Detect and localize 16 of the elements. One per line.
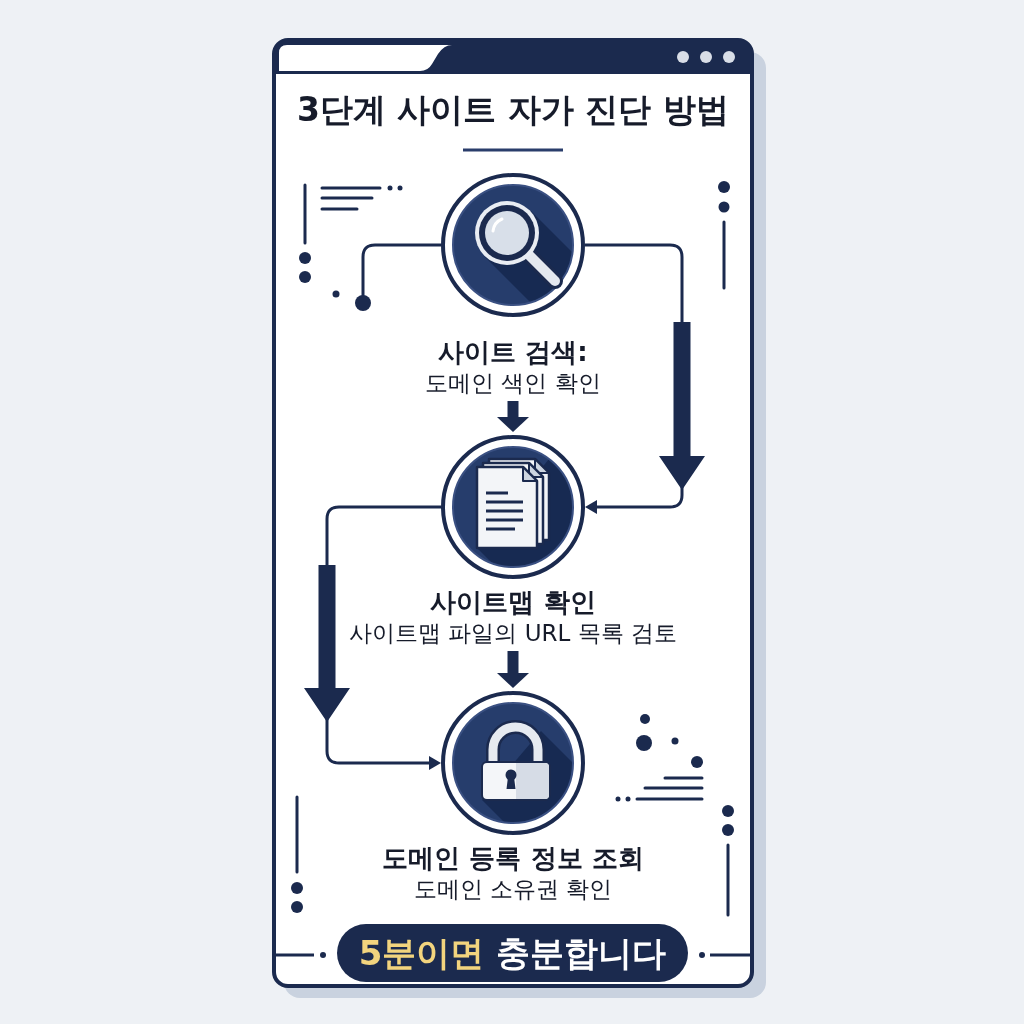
connector-line bbox=[355, 243, 441, 311]
icon-circle bbox=[441, 173, 585, 317]
icon-circle bbox=[441, 691, 585, 835]
step-title: 도메인 등록 정보 조회 bbox=[382, 842, 644, 874]
tagline-banner bbox=[337, 924, 688, 982]
step-description: 사이트맵 파일의 URL 목록 검토 bbox=[349, 619, 677, 648]
step-description: 도메인 색인 확인 bbox=[425, 369, 601, 398]
step-title: 사이트맵 확인 bbox=[430, 586, 596, 618]
step-title: 사이트 검색: bbox=[438, 336, 588, 368]
diagram-title: 3단계 사이트 자가 진단 방법 bbox=[296, 89, 730, 131]
step-description: 도메인 소유권 확인 bbox=[413, 875, 613, 904]
icon-circle bbox=[441, 435, 585, 579]
tagline-text: 충분합니다 bbox=[496, 932, 667, 974]
arrow bbox=[497, 651, 529, 688]
arrow bbox=[497, 401, 529, 432]
emphasis-text: 5분이면 bbox=[358, 932, 485, 974]
